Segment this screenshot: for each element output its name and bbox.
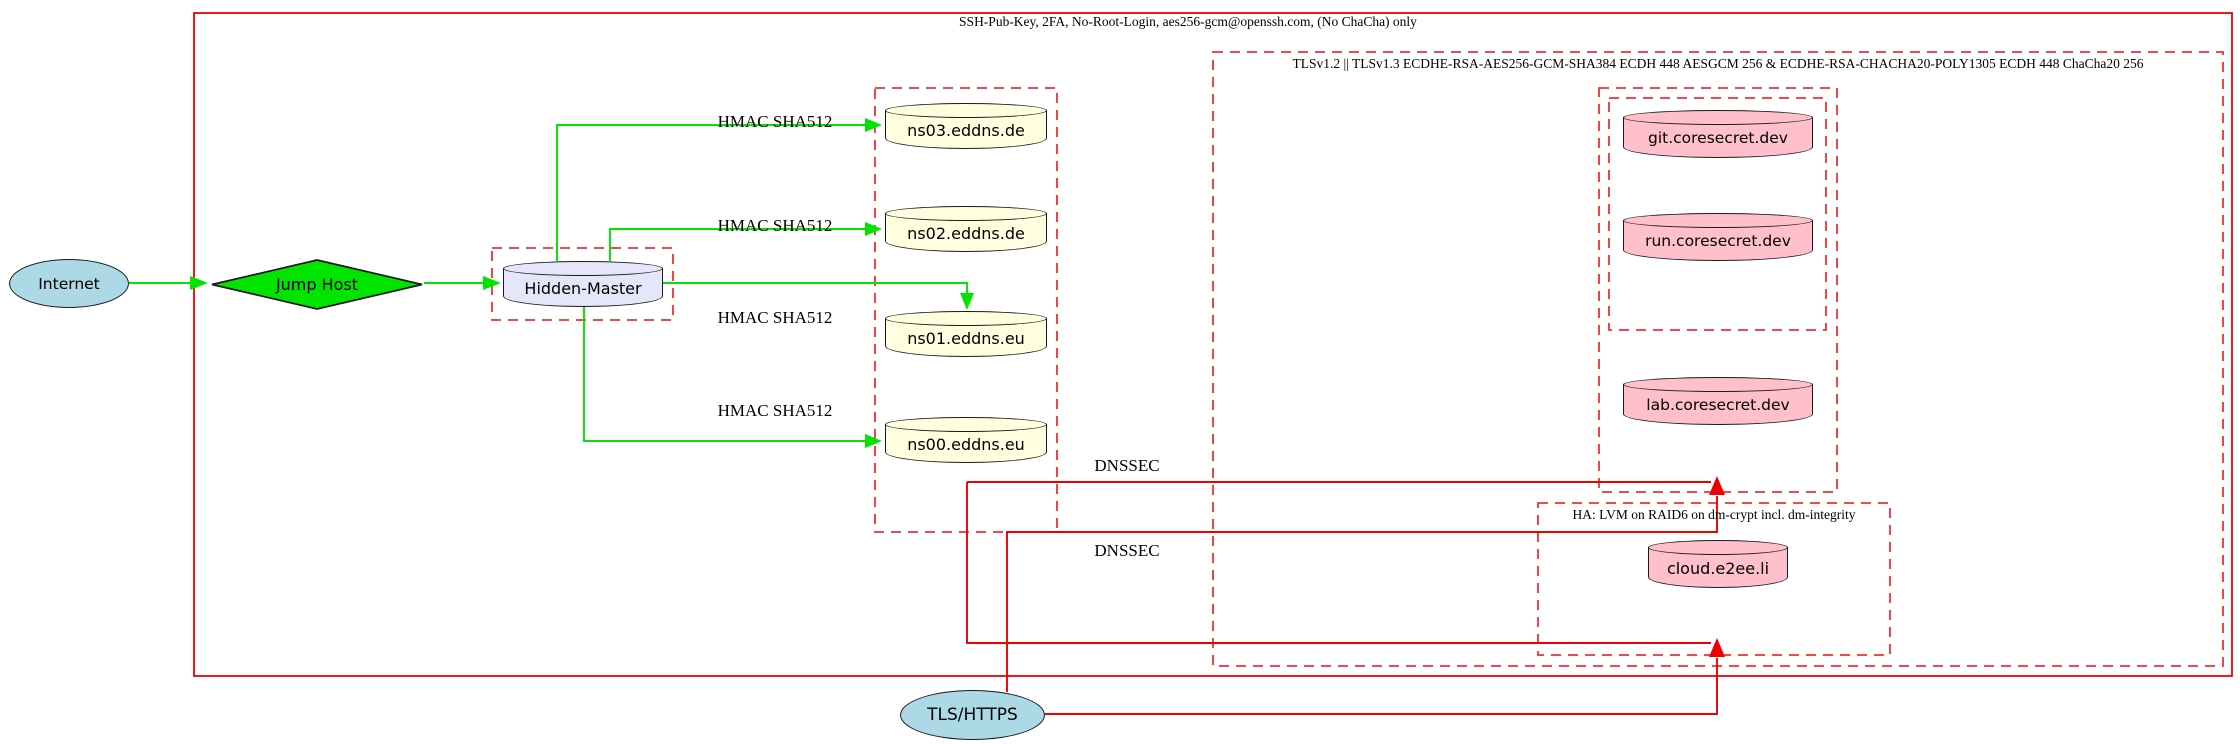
node-internet-label: Internet xyxy=(38,274,100,293)
node-hidden-master: Hidden-Master xyxy=(503,261,663,307)
node-ns00: ns00.eddns.eu xyxy=(885,417,1047,463)
edge-hiddenmaster-ns02 xyxy=(609,228,865,261)
cylinder-body xyxy=(885,424,1047,463)
node-ns00-label: ns00.eddns.eu xyxy=(907,434,1025,454)
cluster-hidden-master-box xyxy=(491,247,674,321)
edge-tlshttps-ha xyxy=(1045,658,1718,715)
cluster-nameservers-box xyxy=(874,87,1058,533)
node-jump-host-label: Jump Host xyxy=(275,275,359,294)
arrowhead-jumphost xyxy=(190,276,208,290)
cluster-tls-label: TLSv1.2 || TLSv1.3 ECDHE-RSA-AES256-GCM-… xyxy=(1292,56,2144,71)
cluster-coresecret-outer-box xyxy=(1598,87,1838,493)
node-hidden-master-label: Hidden-Master xyxy=(524,278,642,298)
red-arrowheads xyxy=(1709,476,1725,657)
arrowhead-ns01 xyxy=(960,293,974,310)
cylinder-cap xyxy=(503,261,663,276)
cylinder-cap xyxy=(885,417,1047,432)
cluster-ha-label: HA: LVM on RAID6 on dm-crypt incl. dm-in… xyxy=(1572,507,1856,522)
node-lab: lab.coresecret.dev xyxy=(1623,377,1813,425)
node-ns02: ns02.eddns.de xyxy=(885,206,1047,252)
node-ns01: ns01.eddns.eu xyxy=(885,311,1047,357)
edge-label-hmac-3: HMAC SHA512 xyxy=(717,308,833,327)
cylinder-cap xyxy=(1623,110,1813,125)
edge-hiddenmaster-ns01 xyxy=(663,282,968,293)
cluster-ssh-box xyxy=(193,12,2233,677)
node-run-label: run.coresecret.dev xyxy=(1645,232,1791,250)
cylinder-cap xyxy=(885,103,1047,118)
edge-label-dnssec-1: DNSSEC xyxy=(1094,456,1160,475)
diamond-polygon xyxy=(211,259,423,310)
node-ns03: ns03.eddns.de xyxy=(885,103,1047,149)
cluster-tls-box xyxy=(1212,51,2224,667)
arrowhead-ha xyxy=(1709,638,1725,657)
node-jump-host: Jump Host xyxy=(210,258,424,311)
cylinder-cap xyxy=(885,206,1047,221)
edge-hiddenmaster-ns03 xyxy=(556,124,865,261)
edge-tlshttps-coresecret xyxy=(1006,496,1718,692)
node-ns03-label: ns03.eddns.de xyxy=(907,120,1025,140)
node-run: run.coresecret.dev xyxy=(1623,213,1813,261)
cylinder-cap xyxy=(885,311,1047,326)
cluster-coresecret-inner-box xyxy=(1608,97,1827,331)
node-tls-https-label: TLS/HTTPS xyxy=(927,705,1018,725)
cylinder-cap xyxy=(1623,213,1813,228)
node-cloud-label: cloud.e2ee.li xyxy=(1666,558,1770,578)
cluster-ssh-label: SSH-Pub-Key, 2FA, No-Root-Login, aes256-… xyxy=(959,14,1417,29)
secure-edges xyxy=(129,124,968,442)
arrowhead-ns00 xyxy=(865,434,882,448)
cylinder-body xyxy=(885,110,1047,149)
node-ns02-label: ns02.eddns.de xyxy=(907,223,1025,243)
secure-arrowheads xyxy=(190,118,974,448)
arrowhead-coresecret xyxy=(1709,476,1725,495)
edge-label-hmac-1: HMAC SHA512 xyxy=(717,112,833,131)
cylinder-cap xyxy=(1623,377,1813,392)
node-git-label: git.coresecret.dev xyxy=(1648,129,1788,147)
node-git: git.coresecret.dev xyxy=(1623,110,1813,158)
cylinder-cap xyxy=(1648,540,1788,555)
arrowhead-ns02 xyxy=(865,222,882,236)
edge-hiddenmaster-ns00 xyxy=(583,306,865,442)
node-cloud: cloud.e2ee.li xyxy=(1648,540,1788,588)
node-tls-https: TLS/HTTPS xyxy=(900,690,1045,740)
edge-ns00-ha xyxy=(966,482,1711,644)
red-edges xyxy=(966,481,1718,715)
node-internet: Internet xyxy=(9,259,129,308)
node-lab-label: lab.coresecret.dev xyxy=(1646,396,1790,414)
node-ns01-label: ns01.eddns.eu xyxy=(907,328,1025,348)
edge-label-dnssec-2: DNSSEC xyxy=(1094,541,1160,560)
edge-label-hmac-4: HMAC SHA512 xyxy=(717,401,833,420)
arrowhead-hiddenmaster xyxy=(483,276,501,290)
diamond-shape xyxy=(211,259,423,310)
edge-label-hmac-2: HMAC SHA512 xyxy=(717,216,833,235)
arrowhead-ns03 xyxy=(865,118,882,132)
